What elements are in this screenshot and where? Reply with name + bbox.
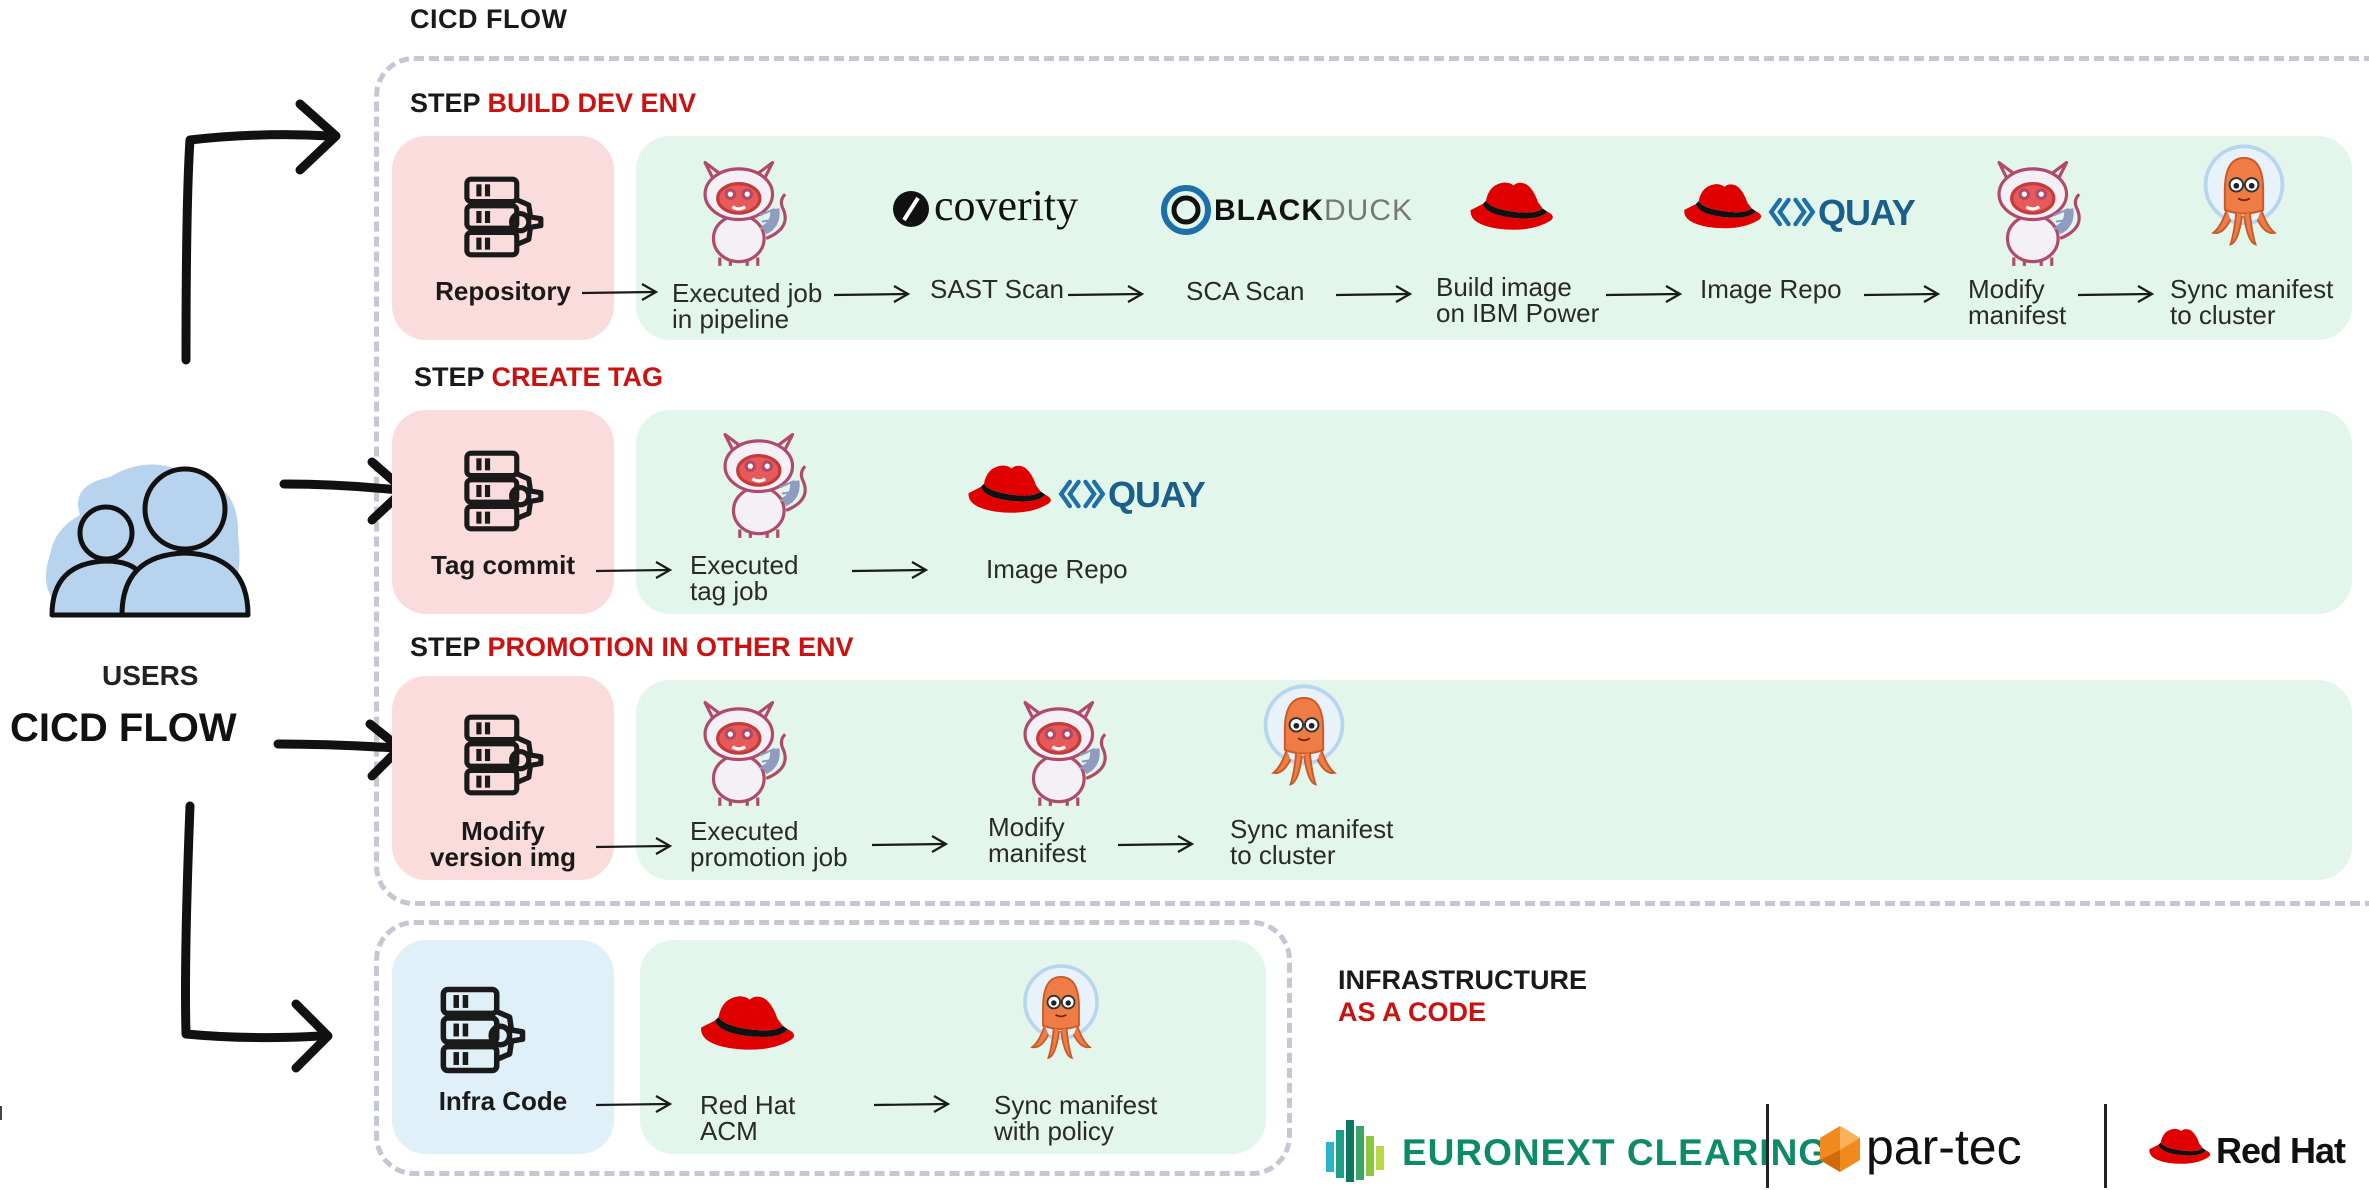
item-label: Build image on IBM Power — [1436, 272, 1600, 328]
flow-arrow — [850, 560, 930, 580]
pipeline-box-build — [636, 136, 2352, 340]
quay-logo: QUAY — [1818, 192, 1916, 233]
flow-arrow — [1116, 834, 1196, 854]
item-label: Sync manifest to cluster — [2170, 274, 2334, 330]
infra-title: INFRASTRUCTURE AS A CODE — [1338, 965, 1587, 1027]
flow-arrow — [1066, 284, 1146, 304]
item-label: Executed job in pipeline — [672, 278, 823, 334]
redhat-hat-icon — [1680, 178, 1766, 236]
redhat-hat-icon — [964, 458, 1056, 522]
item-label: SCA Scan — [1186, 276, 1305, 306]
redhat-logo: Red Hat — [2216, 1130, 2346, 1171]
item-label: Image Repo — [986, 554, 1128, 584]
euronext-clearing-logo: EURONEXT CLEARING — [1402, 1132, 1829, 1173]
item-label: Image Repo — [1700, 274, 1842, 304]
server-icon — [460, 174, 546, 260]
step-promotion-title: STEP PROMOTION IN OTHER ENV — [410, 632, 854, 662]
tekton-cat-icon — [690, 692, 796, 808]
flow-arrow — [594, 1094, 674, 1114]
page-title: CICD FLOW — [410, 4, 568, 34]
partec-logo: par-tec — [1866, 1119, 2022, 1175]
flow-arrow — [872, 1094, 952, 1114]
item-label: Sync manifest to cluster — [1230, 814, 1394, 870]
blackduck-icon — [1161, 185, 1211, 235]
quay-icon — [1766, 194, 1818, 230]
pipeline-box-promotion — [636, 680, 2352, 880]
pipeline-box-tag — [636, 410, 2352, 614]
flow-arrow — [2076, 284, 2156, 304]
tekton-cat-icon — [1984, 152, 2090, 268]
quay-logo: QUAY — [1108, 474, 1206, 515]
coverity-logo: coverity — [934, 181, 1079, 230]
coverity-icon — [893, 191, 929, 227]
trigger-box-tag-commit — [392, 410, 614, 614]
trigger-box-modify-version — [392, 676, 614, 880]
redhat-hat-icon — [2146, 1124, 2214, 1170]
flow-arrow — [594, 560, 674, 580]
partec-logo-icon — [1820, 1126, 1860, 1172]
flow-arrow — [1604, 284, 1684, 304]
item-label: Executed promotion job — [690, 816, 848, 872]
users-cicd-label: CICD FLOW — [10, 706, 237, 750]
item-label: Sync manifest with policy — [994, 1090, 1158, 1146]
flow-arrow — [870, 834, 950, 854]
item-label: Executed tag job — [690, 550, 799, 606]
redhat-hat-icon — [696, 988, 800, 1060]
step-create-tag-title: STEP CREATE TAG — [414, 362, 664, 392]
item-label: Modify manifest — [1968, 274, 2067, 330]
logo-divider — [2104, 1104, 2107, 1188]
trigger-label: Infra Code — [438, 1086, 568, 1116]
tekton-cat-icon — [1010, 692, 1116, 808]
redhat-hat-icon — [1466, 176, 1558, 238]
users-icon — [40, 455, 260, 625]
argo-octopus-icon — [1016, 962, 1106, 1080]
trigger-box-repository — [392, 136, 614, 340]
item-label: SAST Scan — [930, 274, 1064, 304]
blackduck-logo: BLACKDUCK — [1214, 194, 1414, 227]
trigger-label: Modify version img — [430, 816, 576, 872]
tekton-cat-icon — [690, 152, 796, 268]
server-icon — [460, 448, 546, 534]
tekton-cat-icon — [710, 424, 816, 540]
flow-arrow — [580, 282, 660, 302]
server-icon — [460, 712, 546, 798]
argo-octopus-icon — [1256, 682, 1352, 808]
flow-arrow — [1862, 284, 1942, 304]
quay-icon — [1056, 476, 1108, 512]
users-label: USERS — [102, 660, 199, 691]
edge-mark — [0, 1106, 2, 1120]
item-label: Red Hat ACM — [700, 1090, 796, 1146]
flow-arrow — [1334, 284, 1414, 304]
euronext-logo-icon — [1326, 1120, 1384, 1182]
trigger-label: Repository — [435, 276, 571, 306]
argo-octopus-icon — [2196, 142, 2292, 268]
flow-arrow — [594, 836, 674, 856]
logo-divider — [1766, 1104, 1769, 1188]
item-label: Modify manifest — [988, 812, 1087, 868]
step-build-dev-env-title: STEP BUILD DEV ENV — [410, 88, 697, 118]
infra-frame — [374, 920, 1292, 1176]
flow-arrow — [832, 284, 912, 304]
trigger-label: Tag commit — [431, 550, 575, 580]
server-icon — [436, 984, 528, 1076]
